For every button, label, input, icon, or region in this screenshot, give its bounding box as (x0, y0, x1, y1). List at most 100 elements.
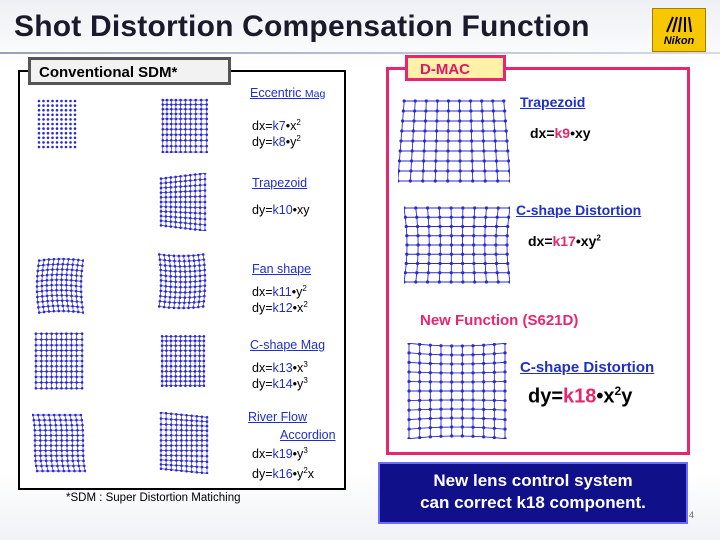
grid-point (505, 243, 509, 247)
grid-point (65, 364, 68, 368)
grid-point (472, 271, 476, 275)
grid-point (175, 428, 178, 432)
grid-point (198, 359, 201, 363)
grid-point (179, 285, 182, 289)
grid-point (492, 398, 496, 402)
grid-point (426, 215, 430, 219)
grid-point (169, 370, 173, 373)
grid-point (46, 108, 50, 112)
grid-point (199, 122, 203, 126)
grid-point (507, 169, 510, 173)
grid-point (188, 285, 192, 289)
grid-point (165, 349, 168, 352)
grid-point (189, 98, 192, 102)
grid-point (51, 108, 54, 112)
grid-point (439, 371, 443, 375)
grid-point (60, 136, 63, 140)
grid-point (460, 344, 464, 348)
grid-point (184, 98, 187, 102)
grid-point (71, 439, 74, 442)
grid-point (42, 99, 45, 103)
grid-point (205, 112, 208, 116)
grid-point (80, 381, 84, 384)
grid-point (202, 299, 206, 303)
grid-point (404, 206, 406, 210)
grid-point (40, 274, 44, 277)
grid-point (458, 129, 462, 133)
grid-point (160, 349, 164, 352)
grid-point (75, 274, 78, 277)
grid-point (42, 122, 45, 126)
grid-point (414, 280, 418, 284)
grid-point (450, 416, 454, 420)
grid-point (37, 306, 40, 309)
grid-point (175, 464, 178, 467)
grid-point (189, 179, 192, 182)
grid-line (160, 285, 205, 288)
grid-point (55, 131, 59, 135)
grid-point (165, 127, 169, 131)
grid-point (438, 252, 442, 256)
grid-point (164, 274, 168, 278)
grid-point (178, 259, 181, 263)
grid-point (32, 413, 35, 417)
grid-point (62, 469, 66, 473)
grid-point (203, 177, 207, 181)
grid-point (57, 309, 61, 313)
grid-point (184, 174, 187, 178)
grid-point (492, 343, 496, 346)
grid-point (169, 428, 173, 432)
grid-point (81, 311, 84, 314)
grid-point (164, 417, 168, 421)
grid-line (160, 184, 206, 189)
grid-point (71, 444, 74, 447)
grid-point (187, 259, 191, 263)
grid-point (188, 354, 192, 358)
grid-point (439, 398, 443, 402)
grid-point (82, 464, 86, 468)
grid-point (492, 436, 496, 439)
grid-point (76, 454, 80, 458)
grid-point (55, 104, 59, 107)
grid-point (185, 469, 188, 473)
grid-point (40, 375, 43, 379)
grid-point (80, 354, 84, 358)
grid-point (194, 103, 198, 106)
grid-point (70, 332, 73, 335)
grid-point (164, 176, 168, 180)
grid-point (494, 149, 498, 153)
grid-point (64, 108, 68, 112)
grid-point (64, 418, 68, 422)
grid-point (174, 225, 177, 229)
grid-point (47, 413, 51, 417)
grid-point (45, 284, 49, 287)
grid-point (425, 280, 430, 284)
grid-point (70, 289, 73, 292)
grid-point (193, 335, 197, 338)
grid-point (198, 344, 201, 347)
grid-point (198, 370, 201, 373)
grid-point (51, 122, 54, 126)
grid-line (408, 399, 506, 401)
grid-line (37, 289, 82, 293)
grid-point (41, 263, 45, 267)
grid-point (51, 99, 54, 103)
grid-point (170, 144, 173, 148)
grid-point (159, 279, 163, 282)
grid-point (179, 150, 182, 153)
grid-point (494, 243, 498, 247)
grid-line (39, 310, 84, 313)
grid-point (188, 364, 192, 368)
grid-point (200, 419, 204, 423)
grid-point (161, 112, 165, 116)
grid-point (202, 258, 206, 261)
grid-point (60, 428, 63, 432)
grid-point (65, 294, 68, 297)
grid-point (67, 469, 71, 473)
grid-point (56, 262, 60, 266)
grid-point (50, 370, 53, 373)
grid-point (205, 454, 209, 458)
grid-point (80, 418, 84, 422)
grid-point (192, 254, 195, 257)
grid-point (54, 434, 58, 437)
